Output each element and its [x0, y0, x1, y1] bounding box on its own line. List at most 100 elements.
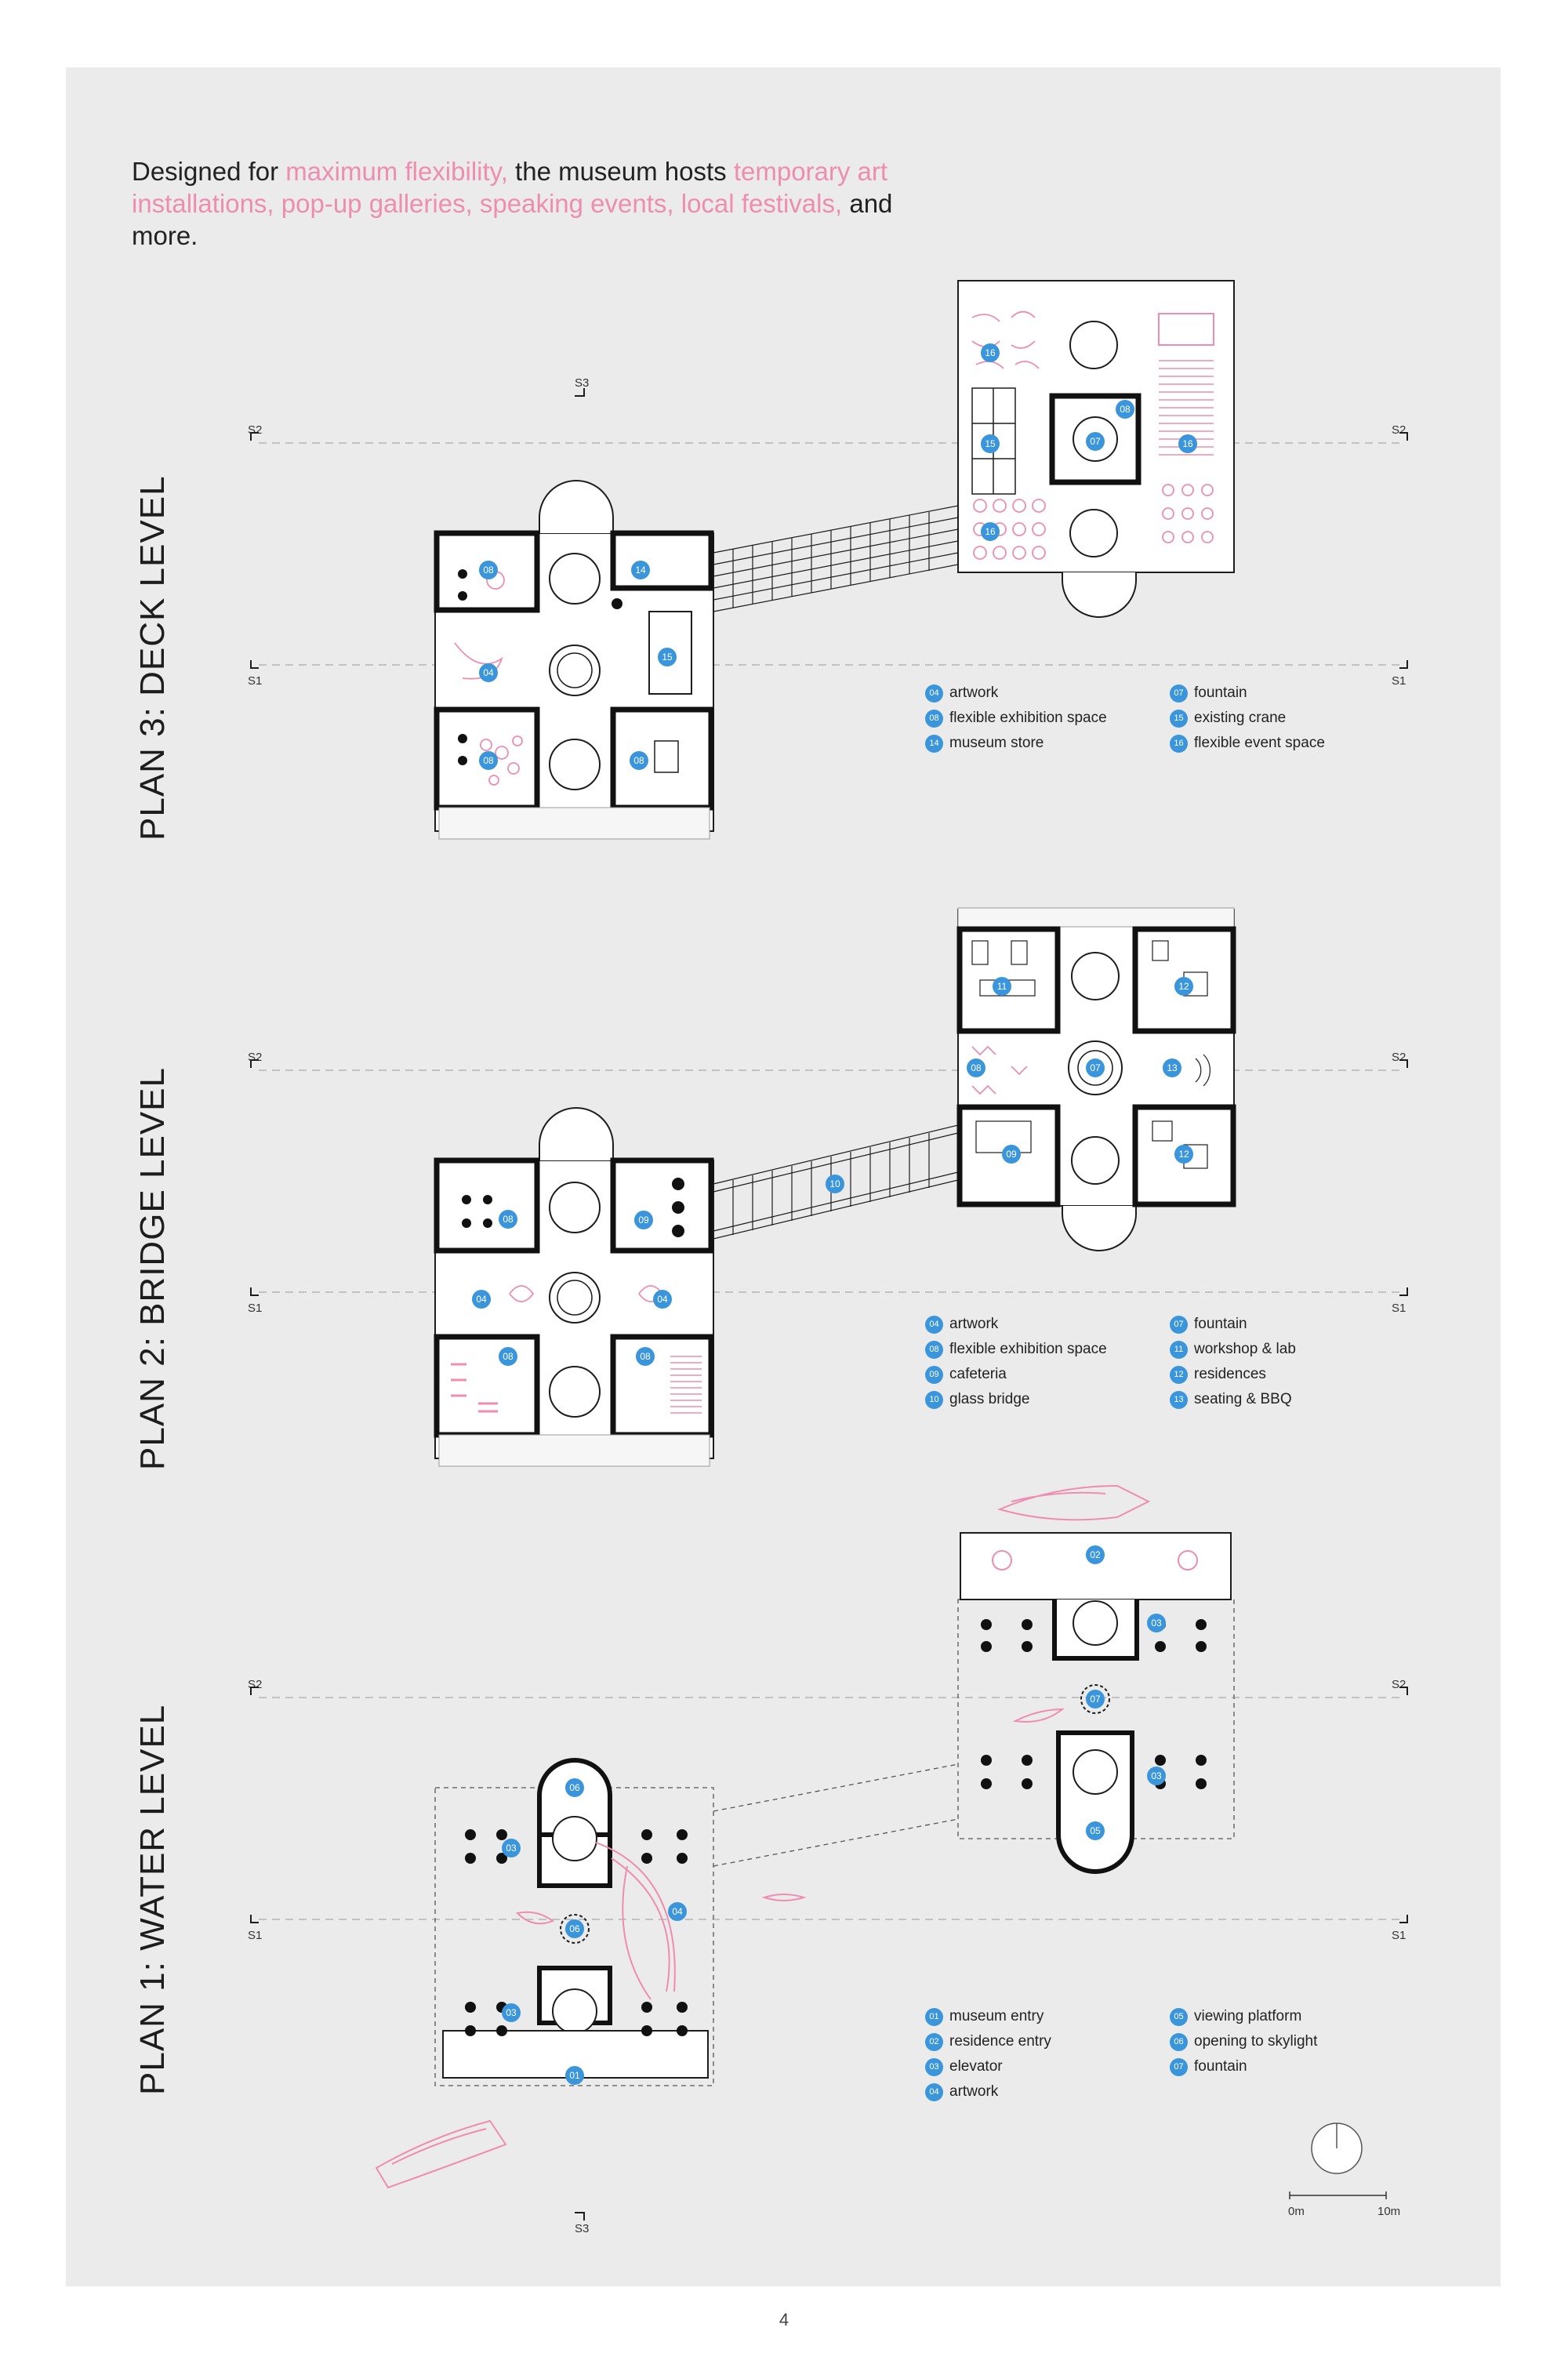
svg-text:07: 07	[1090, 1694, 1101, 1705]
plan-marker-deck: 16	[981, 343, 1000, 362]
plan-marker-water: 06	[565, 1778, 584, 1797]
legend-label: elevator	[949, 2058, 1003, 2075]
svg-text:04: 04	[657, 1294, 668, 1305]
plan-marker-deck: 08	[1116, 400, 1134, 419]
svg-text:06: 06	[569, 1923, 580, 1934]
legend-number-badge: 07	[1170, 1315, 1188, 1334]
svg-text:08: 08	[971, 1062, 982, 1073]
legend-label: fountain	[1194, 2058, 1247, 2075]
svg-text:04: 04	[672, 1906, 683, 1917]
legend-label: existing crane	[1194, 710, 1287, 726]
plan-marker-deck: 08	[630, 751, 648, 770]
legend-label: opening to skylight	[1194, 2033, 1318, 2050]
svg-text:11: 11	[997, 981, 1007, 992]
svg-text:03: 03	[1151, 1618, 1162, 1629]
legend-number-badge: 03	[925, 2057, 943, 2076]
svg-text:01: 01	[569, 2070, 580, 2081]
scale-end-label: 10m	[1377, 2205, 1401, 2218]
svg-text:08: 08	[1120, 404, 1131, 415]
svg-text:08: 08	[633, 755, 644, 766]
intro-highlight-1: maximum flexibility,	[285, 157, 508, 186]
plan-marker-deck: 16	[981, 522, 1000, 541]
plan-marker-bridge: 09	[1002, 1145, 1021, 1164]
svg-text:08: 08	[640, 1351, 651, 1362]
plan-marker-bridge: 04	[472, 1290, 491, 1309]
plan-marker-deck: 15	[658, 648, 677, 666]
svg-text:14: 14	[635, 565, 646, 576]
legend-number-badge: 11	[1170, 1340, 1188, 1359]
legend-label: workshop & lab	[1194, 1341, 1296, 1357]
legend-number-badge: 05	[1170, 2007, 1188, 2026]
section-mark-s3-top: S3	[575, 376, 590, 390]
plan-marker-water: 03	[1147, 1767, 1166, 1785]
svg-text:09: 09	[638, 1215, 649, 1226]
legend-number-badge: 12	[1170, 1365, 1188, 1384]
legend-number-badge: 10	[925, 1390, 943, 1409]
legend-label: glass bridge	[949, 1391, 1030, 1407]
legend-number-badge: 08	[925, 1340, 943, 1359]
svg-text:08: 08	[483, 755, 494, 766]
plan-marker-water: 05	[1086, 1821, 1105, 1840]
plan-marker-bridge: 11	[993, 977, 1011, 996]
legend-number-badge: 13	[1170, 1390, 1188, 1409]
page-number: 4	[779, 2310, 789, 2329]
water-plan-right	[960, 1484, 1232, 1874]
svg-text:06: 06	[569, 1782, 580, 1793]
legend-label: flexible exhibition space	[949, 710, 1107, 726]
legend-label: flexible exhibition space	[949, 1341, 1107, 1357]
svg-text:03: 03	[506, 1843, 517, 1854]
plan-marker-bridge: 08	[499, 1210, 517, 1229]
legend-number-badge: 04	[925, 2082, 943, 2101]
svg-text:08: 08	[483, 565, 494, 576]
legend-label: fountain	[1194, 684, 1247, 701]
plan-marker-bridge: 08	[636, 1347, 655, 1366]
plan-marker-bridge: 08	[967, 1058, 985, 1077]
svg-text:16: 16	[985, 347, 996, 358]
legend-number-badge: 16	[1170, 734, 1188, 753]
legend-number-badge: 07	[1170, 684, 1188, 703]
svg-text:05: 05	[1090, 1825, 1101, 1836]
svg-text:03: 03	[1151, 1770, 1162, 1781]
svg-text:15: 15	[662, 652, 673, 663]
plan-marker-deck: 08	[479, 751, 498, 770]
plan-marker-deck: 15	[981, 434, 1000, 453]
intro-text: Designed for maximum flexibility, the mu…	[132, 157, 893, 250]
plan-marker-water: 03	[502, 1839, 521, 1857]
svg-text:04: 04	[483, 667, 494, 678]
plan-marker-water: 06	[565, 1919, 584, 1938]
svg-text:12: 12	[1178, 981, 1189, 992]
scale-bar	[1289, 2191, 1387, 2199]
plan-marker-bridge: 10	[826, 1175, 844, 1193]
plan-marker-bridge: 12	[1174, 977, 1193, 996]
legend-item: 03 elevator	[925, 2057, 1003, 2076]
section-mark-s1-bridge-left: S1	[248, 1302, 263, 1315]
bridge-plan-left	[434, 1107, 714, 1467]
legend-item: 04 artwork	[925, 2082, 998, 2101]
plan-marker-bridge: 04	[653, 1290, 672, 1309]
section-mark-s1-bridge-right: S1	[1392, 1302, 1406, 1315]
svg-text:16: 16	[985, 526, 996, 537]
legend-number-badge: 01	[925, 2007, 943, 2026]
north-arrow	[1311, 2122, 1363, 2174]
plan-marker-deck: 16	[1178, 434, 1197, 453]
legend-item: 08 flexible exhibition space	[925, 1340, 1107, 1359]
plan-marker-bridge: 13	[1163, 1058, 1181, 1077]
legend-label: residences	[1194, 1366, 1266, 1382]
legend-item: 10 glass bridge	[925, 1390, 1029, 1409]
legend-number-badge: 09	[925, 1365, 943, 1384]
legend-label: artwork	[949, 2083, 999, 2100]
deck-crane-bridge	[713, 505, 959, 612]
legend-label: museum store	[949, 735, 1044, 751]
legend-label: artwork	[949, 684, 999, 701]
